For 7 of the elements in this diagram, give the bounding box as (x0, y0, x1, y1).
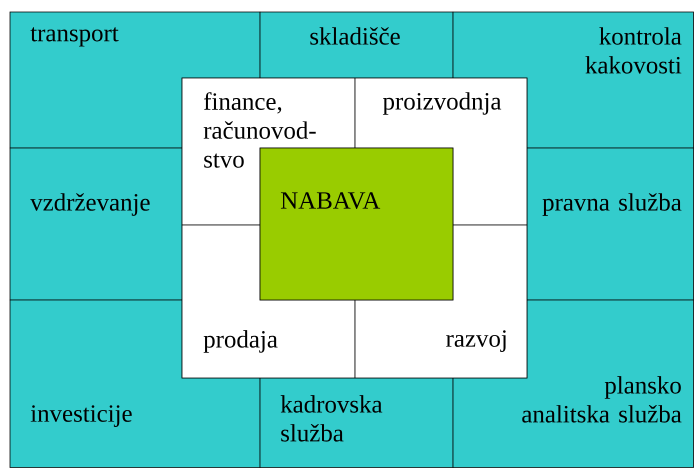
grid-cell: skladišče (260, 12, 454, 78)
grid-cell: NABAVA (260, 148, 454, 300)
grid-cell: prodaja (182, 224, 356, 378)
grid-cell: kadrovska služba (260, 378, 454, 468)
grid-cell: pravna služba (526, 148, 694, 300)
grid-cell: vzdrževanje (10, 148, 182, 300)
grid-cell: razvoj (354, 224, 528, 378)
